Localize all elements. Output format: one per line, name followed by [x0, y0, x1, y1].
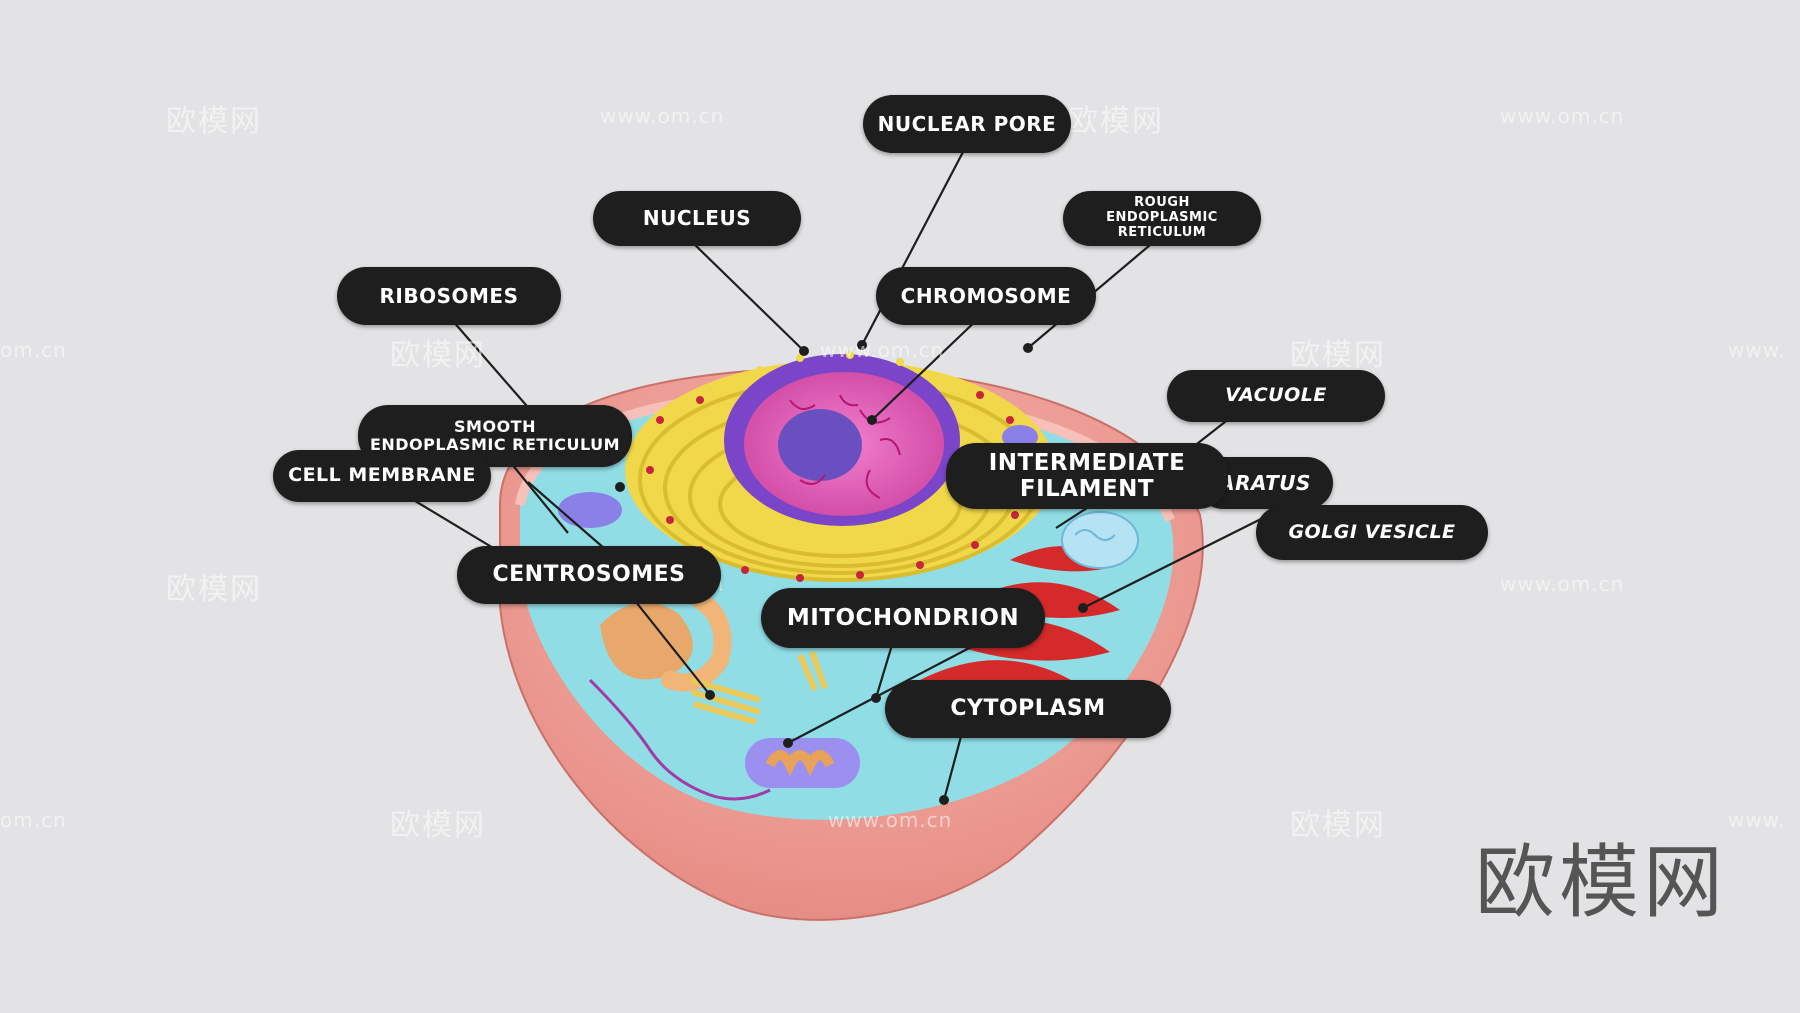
- label-chromosome[interactable]: CHROMOSOME: [876, 267, 1096, 325]
- label-nucleus[interactable]: NUCLEUS: [593, 191, 801, 246]
- label-nuclear-pore[interactable]: NUCLEAR PORE: [863, 95, 1071, 153]
- mitochondrion-shape: [745, 738, 860, 788]
- vacuole-shape: [1061, 511, 1139, 569]
- lysosome-shape: [558, 492, 622, 528]
- label-cell-membrane[interactable]: CELL MEMBRANE: [273, 450, 491, 502]
- filament-shape: [588, 678, 771, 801]
- label-cytoplasm[interactable]: CYTOPLASM: [885, 680, 1171, 738]
- label-ribosomes[interactable]: RIBOSOMES: [337, 267, 561, 325]
- brand-watermark: 欧模网: [1475, 836, 1727, 929]
- label-golgi-vesicle[interactable]: GOLGI VESICLE: [1256, 505, 1488, 560]
- nucleus-shape: [724, 351, 960, 526]
- label-intermediate-filament[interactable]: INTERMEDIATE FILAMENT: [946, 443, 1228, 509]
- label-rough-er[interactable]: ROUGH ENDOPLASMIC RETICULUM: [1063, 191, 1261, 246]
- label-mitochondrion[interactable]: MITOCHONDRION: [761, 588, 1045, 648]
- leader-dots: [615, 340, 1088, 805]
- label-centrosomes[interactable]: CENTROSOMES: [457, 546, 721, 604]
- centrosome-shape: [600, 591, 828, 725]
- label-vacuole[interactable]: VACUOLE: [1167, 370, 1385, 422]
